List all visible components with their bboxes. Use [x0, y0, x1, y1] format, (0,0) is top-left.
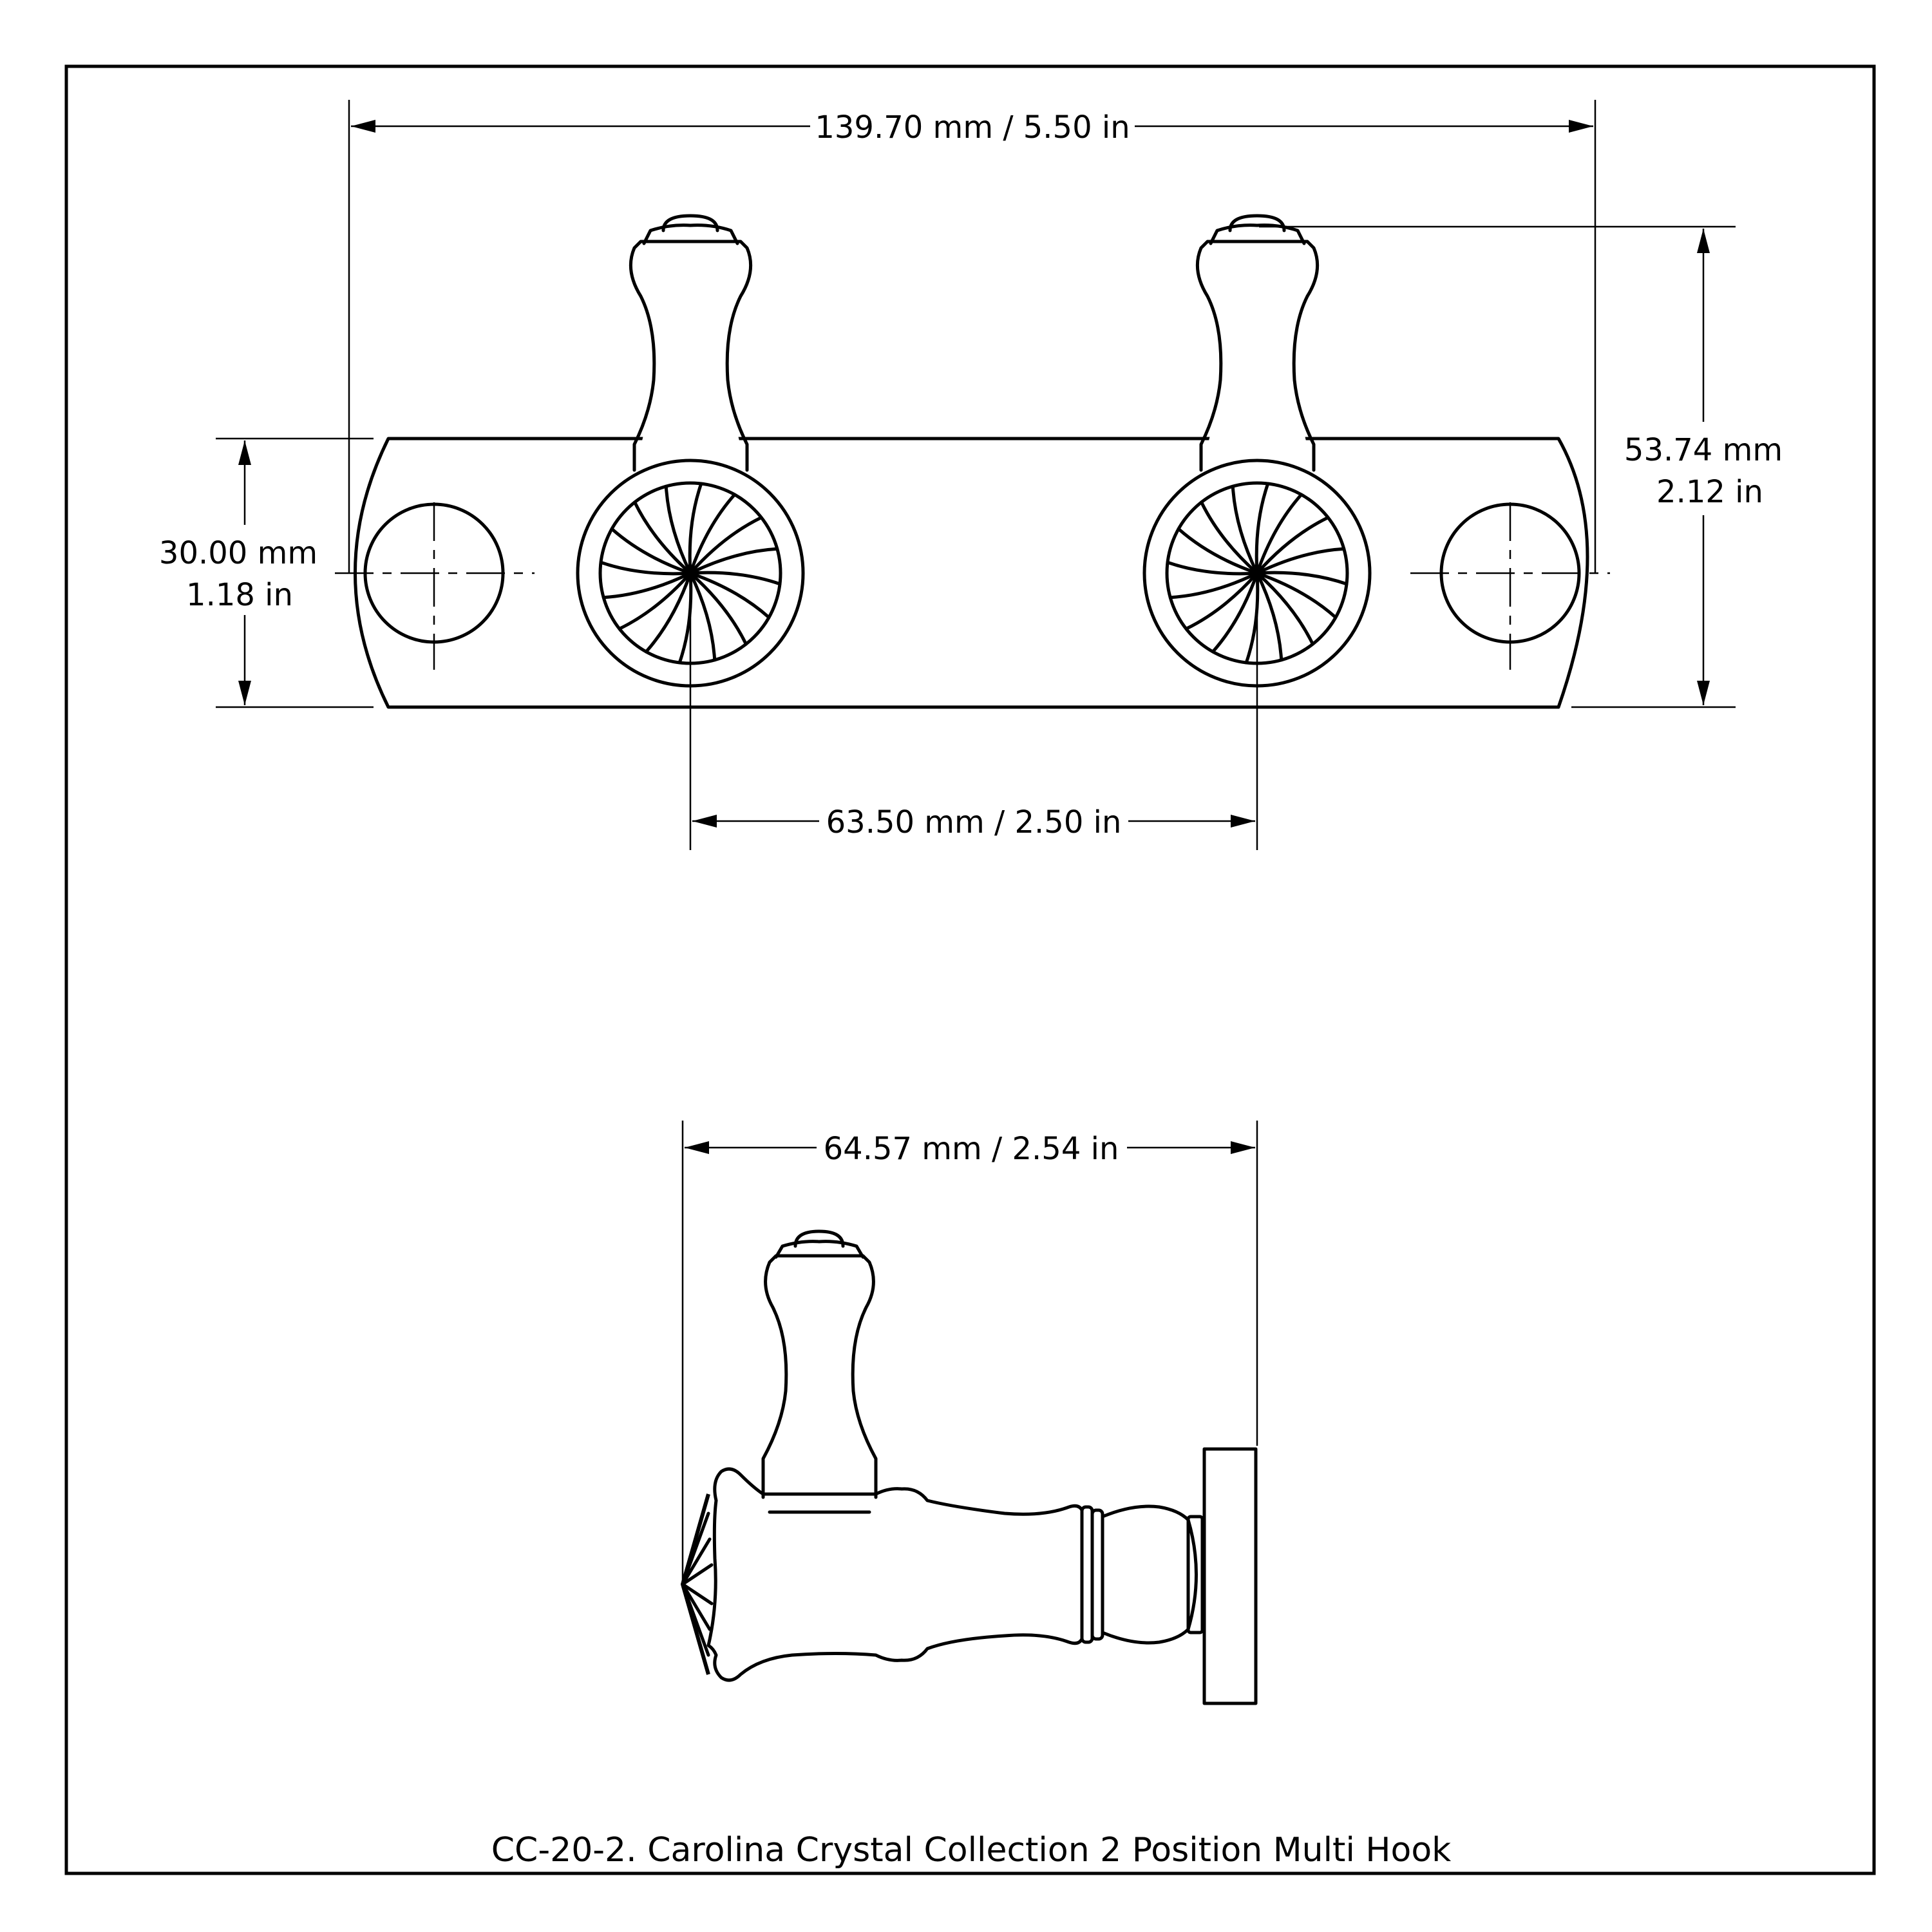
- crystal-facet: [1255, 547, 1346, 575]
- crystal-facet: [1184, 571, 1259, 630]
- crystal-facet: [1177, 527, 1259, 575]
- crystal-facet: [1255, 571, 1283, 662]
- dimension-plate-height-mm: 30.00 mm: [159, 535, 317, 571]
- side-bulb: [1101, 1504, 1198, 1645]
- side-wall-flange: [1202, 1447, 1258, 1705]
- crystal-facet: [1255, 493, 1303, 575]
- crystal-facet: [1255, 482, 1270, 575]
- dimension-plate-height: [216, 437, 374, 708]
- crystal-facet: [1211, 571, 1259, 654]
- dimension-overall-height-mm: 53.74 mm: [1624, 432, 1783, 468]
- crystal-facet: [688, 516, 763, 575]
- crystal-facet: [1255, 571, 1349, 586]
- crystal-facet: [599, 560, 692, 576]
- dimension-overall-height: [1259, 225, 1736, 708]
- dimension-hook-spacing-label: 63.50 mm / 2.50 in: [826, 804, 1122, 840]
- crystal-facets-right: [1166, 482, 1349, 665]
- crystal-facet: [688, 571, 717, 662]
- drawing-caption: CC-20-2. Carolina Crystal Collection 2 P…: [491, 1831, 1452, 1870]
- crystal-facet: [1255, 571, 1314, 646]
- front-view: 139.70 mm / 5.50 in 63.50 mm / 2.50 in 3…: [159, 100, 1783, 850]
- crystal-facet: [1168, 571, 1259, 600]
- side-view: 64.57 mm / 2.54 in: [681, 1121, 1258, 1705]
- crystal-facet: [688, 493, 737, 575]
- crystal-facet: [1231, 484, 1259, 575]
- dimension-plate-height-in: 1.18 in: [186, 577, 293, 613]
- crystal-facet: [688, 547, 779, 575]
- crystal-facet: [688, 571, 771, 620]
- crystal-facet: [688, 571, 782, 586]
- crystal-facet: [1255, 571, 1338, 620]
- side-hook-arm: [761, 1254, 878, 1499]
- crystal-facet: [618, 571, 692, 630]
- crystal-facet: [1255, 516, 1330, 575]
- crystal-facet: [1166, 560, 1259, 576]
- crystal-facet: [644, 571, 692, 654]
- crystal-facet: [664, 484, 692, 575]
- dimension-projection: [681, 1121, 1258, 1584]
- mounting-hole-left: [335, 502, 535, 670]
- drawing-frame: [64, 64, 1876, 1875]
- crystal-facet: [688, 482, 703, 575]
- side-hook-body: [706, 1467, 1084, 1682]
- dimension-overall-width-label: 139.70 mm / 5.50 in: [815, 109, 1130, 146]
- back-plate: [354, 437, 1589, 709]
- crystal-facet: [610, 527, 692, 575]
- mounting-hole-right: [1410, 502, 1610, 670]
- dimension-overall-width: [348, 100, 1596, 573]
- side-crystal-tip: [681, 1493, 714, 1675]
- crystal-facet: [1200, 500, 1259, 575]
- dimension-projection-label: 64.57 mm / 2.54 in: [824, 1131, 1119, 1167]
- crystal-facets-left: [599, 482, 782, 665]
- crystal-facet: [688, 571, 748, 646]
- crystal-facet: [601, 571, 692, 600]
- dimension-hook-spacing: [689, 573, 1258, 850]
- crystal-facet: [633, 500, 692, 575]
- dimension-overall-height-in: 2.12 in: [1656, 474, 1763, 510]
